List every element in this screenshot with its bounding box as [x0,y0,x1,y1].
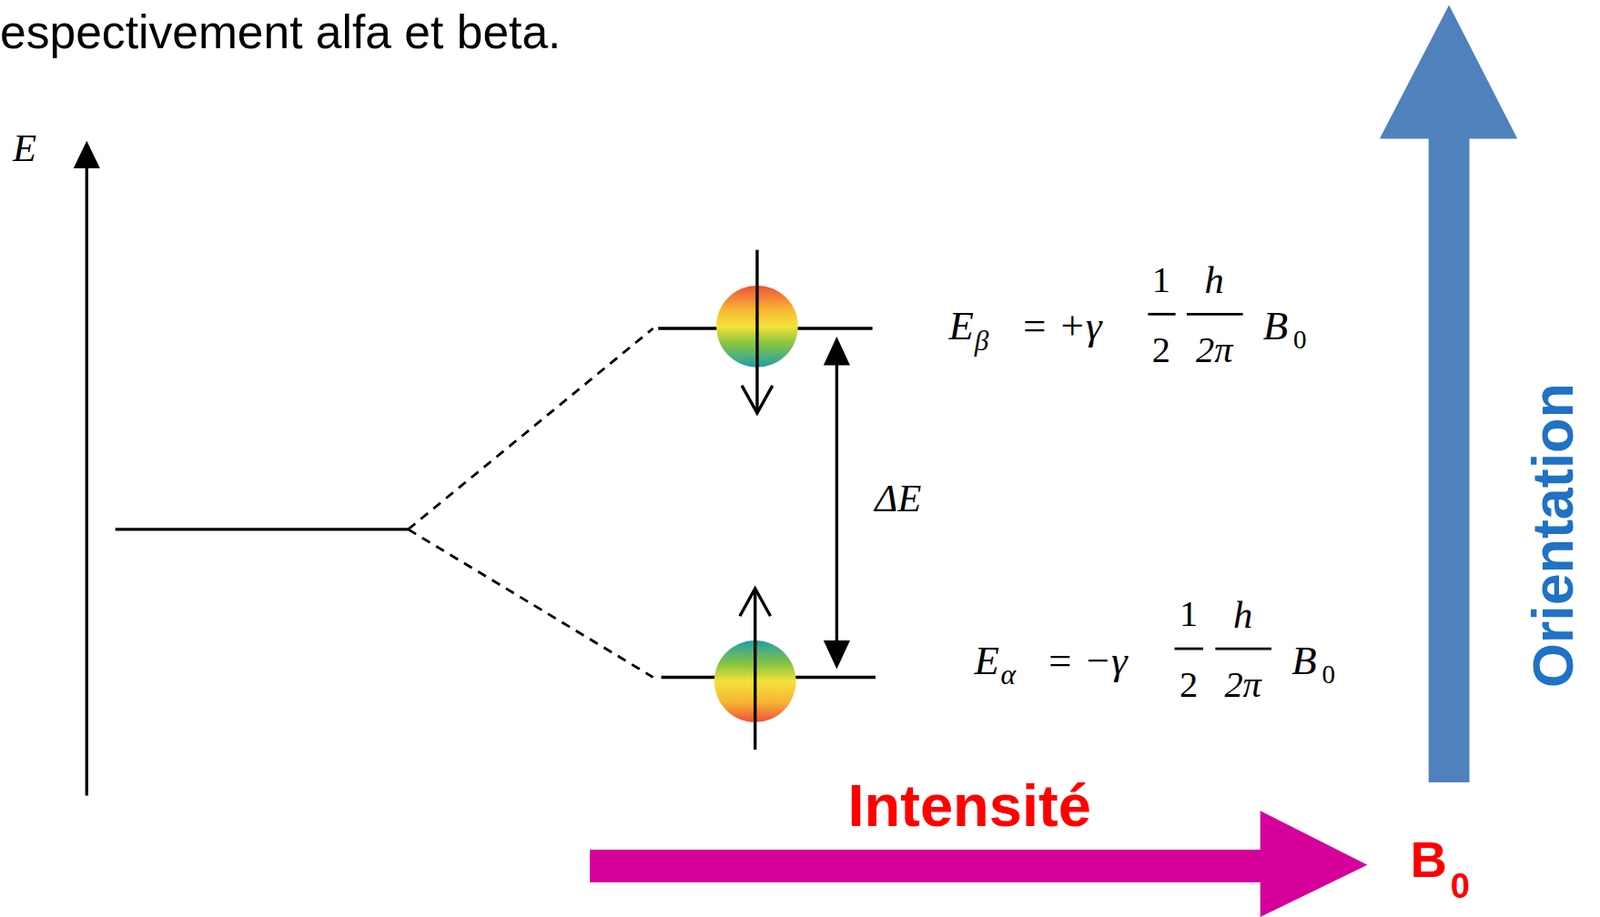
intensity-label: Intensité [847,776,1091,836]
fraction-numerator: 1 [1179,596,1198,633]
orientation-label: Orientation [1524,383,1582,689]
equation-symbol: B [1291,640,1317,682]
equation-symbol: E [948,305,973,347]
equation-subscript: 0 [1293,327,1307,355]
equation-operator: = −γ [1045,640,1127,682]
field-symbol: B [1409,834,1447,886]
fraction-numerator: 1 [1152,261,1171,298]
energy-gap-label: ΔE [874,478,922,518]
equation-subscript: 0 [1322,662,1337,689]
fraction-denominator: 2 [1179,666,1198,703]
equation-symbol: B [1263,305,1288,347]
fraction-denominator: 2π [1224,666,1261,703]
fraction-denominator: 2π [1195,331,1233,368]
field-subscript: 0 [1450,868,1470,903]
equation-subscript: β [974,326,990,355]
equation-subscript: α [1001,661,1016,690]
fraction-numerator: h [1205,260,1225,300]
fraction-denominator: 2 [1152,331,1171,368]
axis-label: E [12,128,37,168]
heading-fragment: espectivement alfa et beta. [0,8,561,56]
equation-operator: = +γ [1020,305,1102,347]
fraction-numerator: h [1233,595,1253,635]
equation-symbol: E [974,640,1000,682]
